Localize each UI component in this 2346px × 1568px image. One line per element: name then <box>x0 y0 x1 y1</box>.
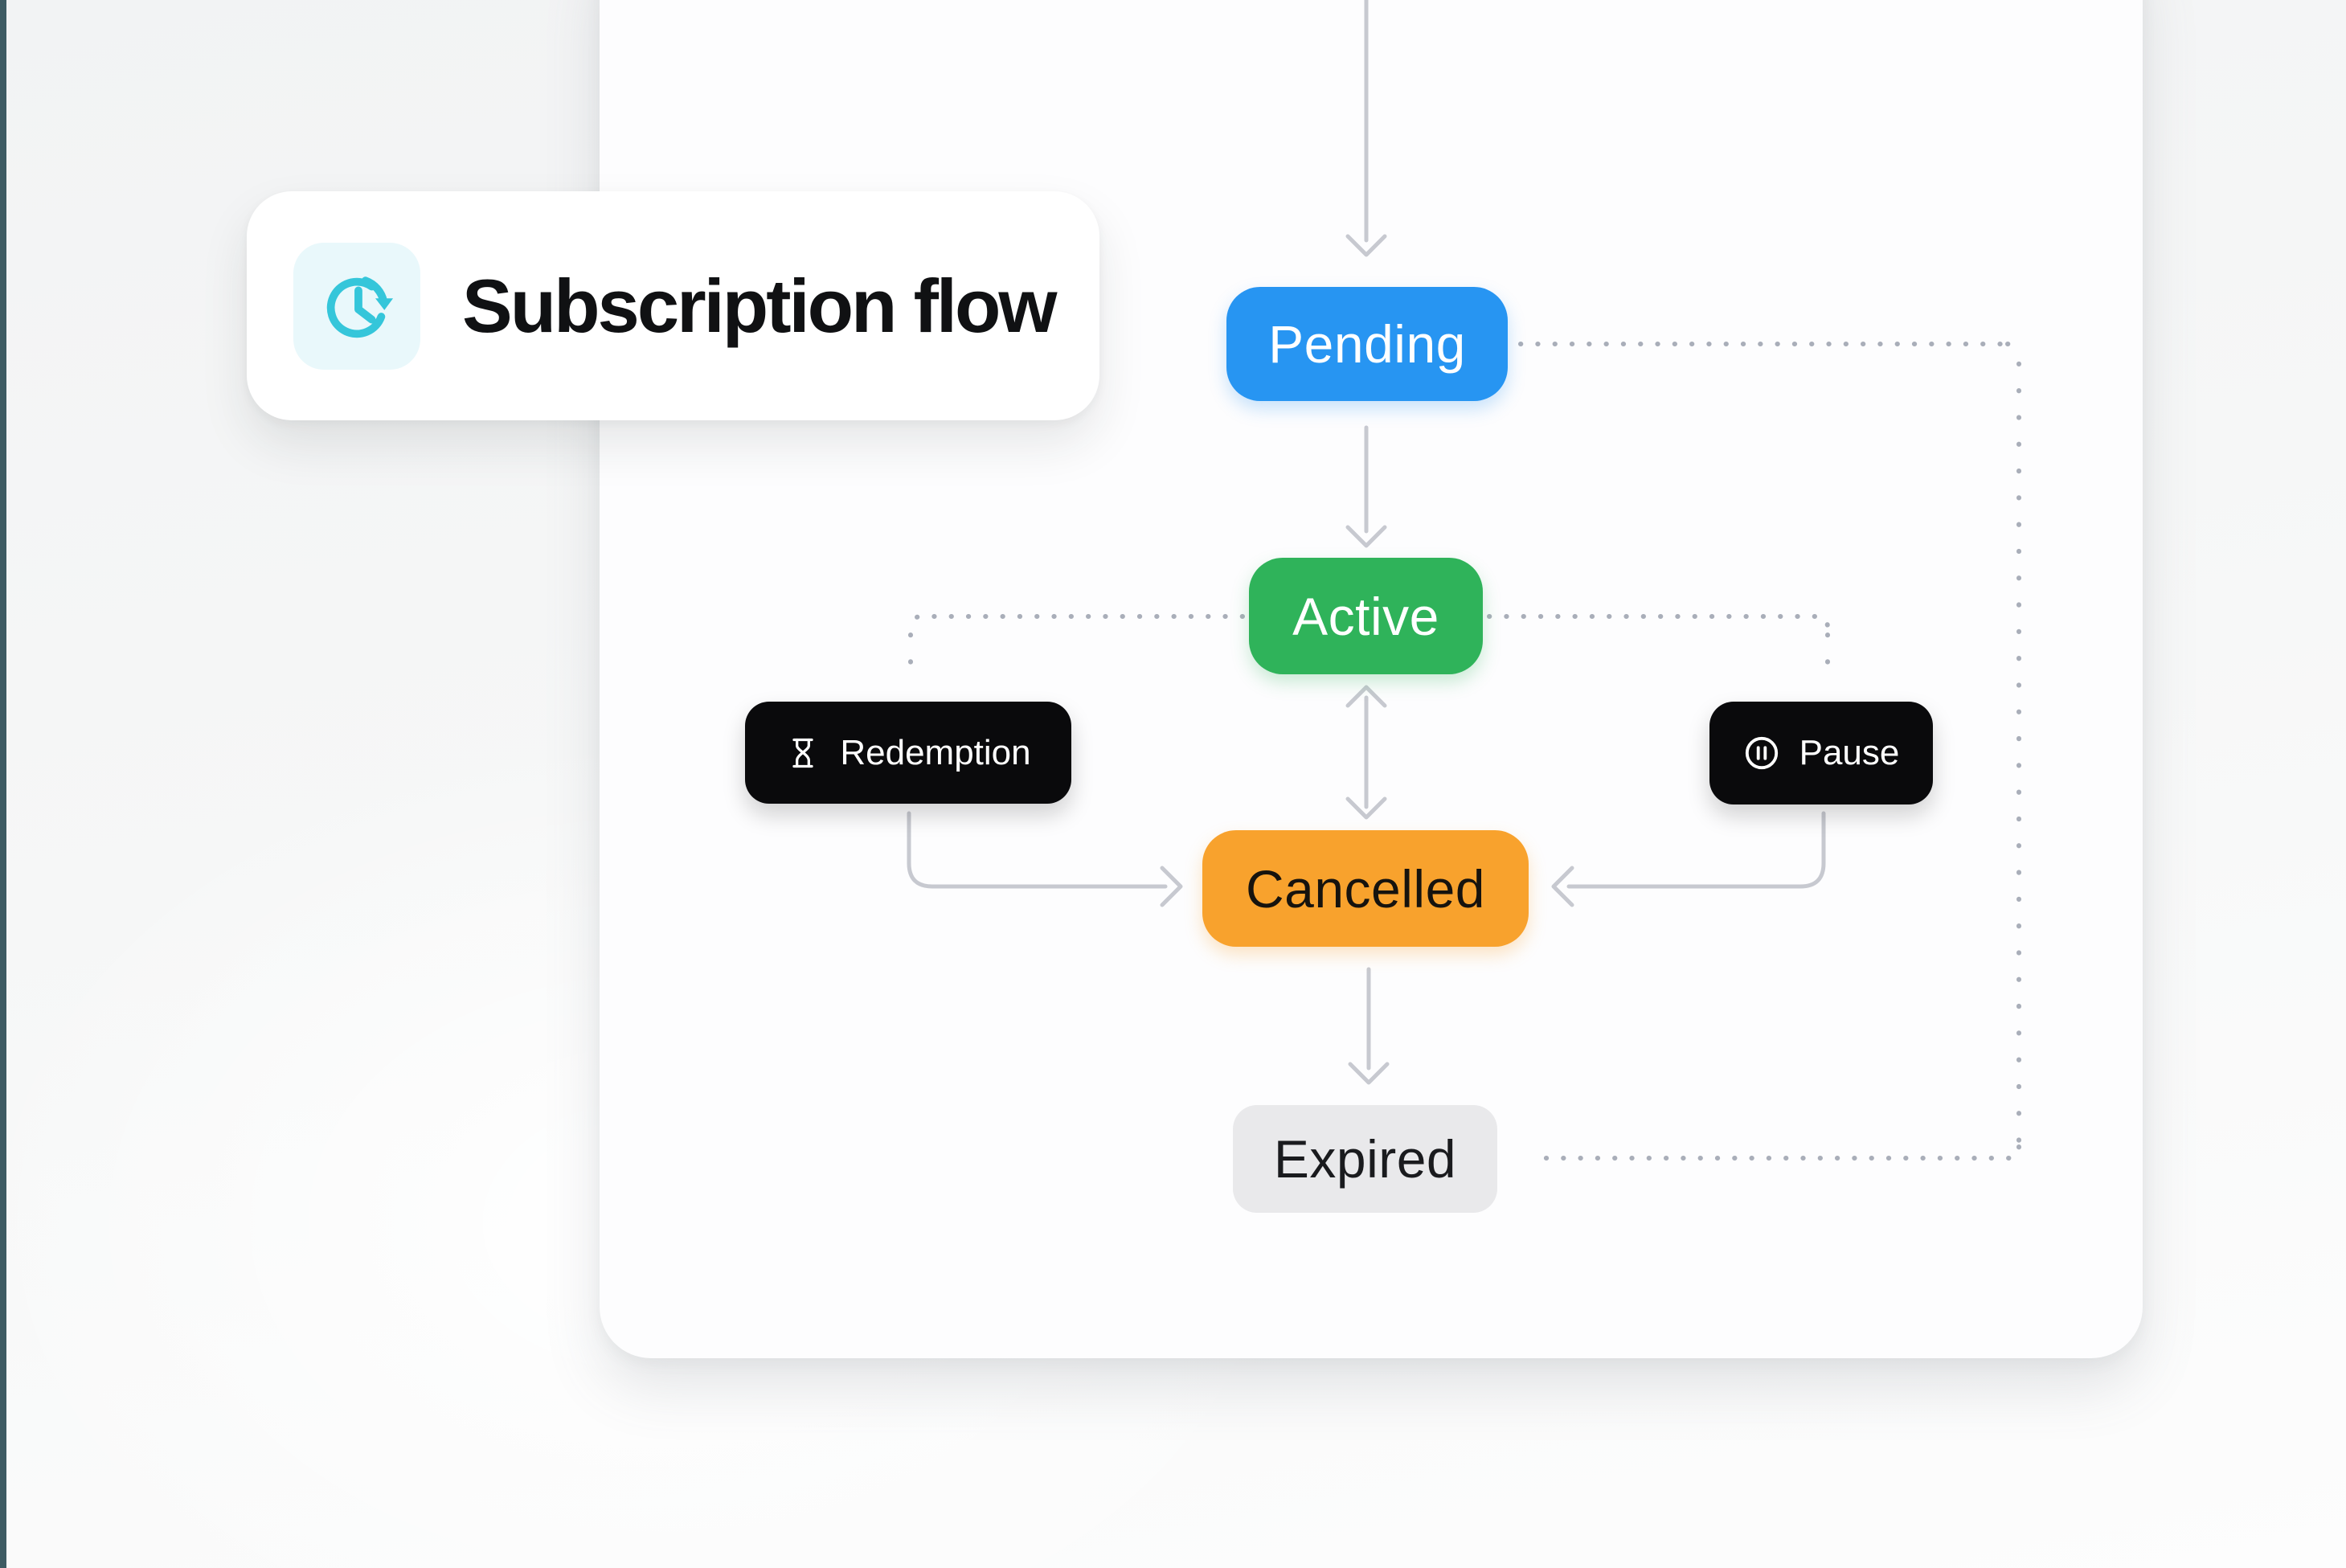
pause-circle-icon <box>1743 735 1780 772</box>
edge-active-cancelled-head-down <box>1345 796 1387 820</box>
node-pause-label: Pause <box>1799 733 1900 772</box>
hourglass-icon <box>785 735 821 771</box>
node-redemption-label: Redemption <box>840 732 1031 772</box>
left-edge-strip <box>0 0 6 1568</box>
edge-redemption-to-cancelled-line <box>907 811 1168 889</box>
edge-active-cancelled-head-up <box>1345 685 1387 708</box>
node-active-label: Active <box>1292 586 1439 646</box>
edge-active-to-redemption-h <box>908 614 1245 630</box>
edge-start-to-pending-head <box>1345 234 1387 257</box>
node-cancelled-label: Cancelled <box>1245 858 1486 919</box>
edge-pause-to-cancelled-head <box>1551 866 1574 907</box>
edge-pause-to-cancelled-line <box>1566 811 1826 889</box>
edge-cancelled-to-expired-head <box>1348 1062 1390 1085</box>
node-expired-label: Expired <box>1273 1129 1457 1189</box>
page-title: Subscription flow <box>462 263 1058 348</box>
node-expired: Expired <box>1233 1105 1497 1213</box>
node-redemption: Redemption <box>745 702 1071 804</box>
node-pending-label: Pending <box>1268 314 1466 374</box>
dotted-connectors <box>908 342 2021 1161</box>
node-pending: Pending <box>1226 287 1508 401</box>
edge-pending-to-expired-bottom <box>1529 1144 2021 1161</box>
edge-pending-to-expired-right <box>2005 342 2021 1149</box>
edge-pending-to-active-head <box>1345 525 1387 548</box>
title-card: Subscription flow <box>247 191 1099 420</box>
node-cancelled: Cancelled <box>1202 830 1529 947</box>
edge-redemption-to-cancelled-head <box>1160 866 1183 907</box>
edge-active-to-pause-h <box>1487 614 1830 630</box>
node-pause: Pause <box>1709 702 1933 804</box>
clock-history-icon <box>293 242 420 370</box>
node-active: Active <box>1249 558 1483 674</box>
solid-connectors <box>907 0 1826 1085</box>
